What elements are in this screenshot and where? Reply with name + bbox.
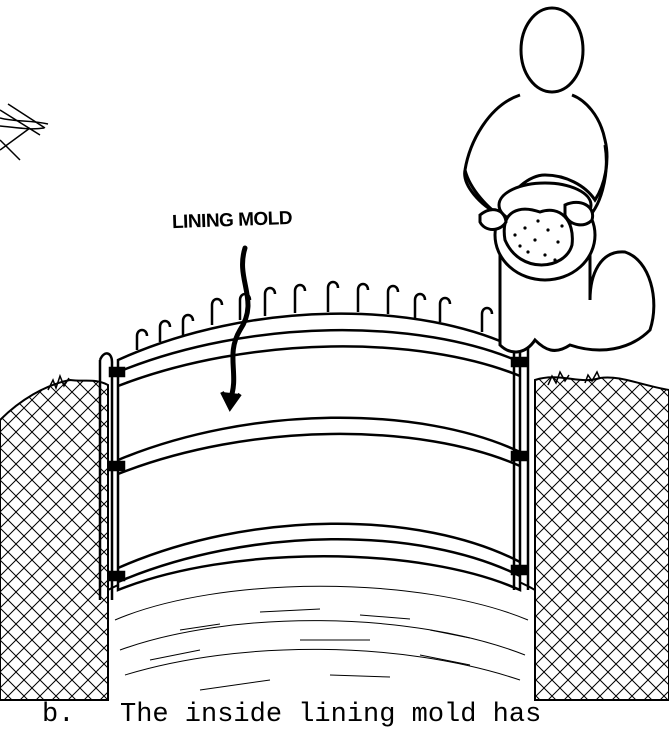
right-ground-hatch: [535, 377, 669, 700]
caption-line: b.The inside lining mold has: [42, 700, 541, 730]
kneeling-worker: [465, 8, 654, 352]
lining-mold: [118, 314, 520, 590]
well-interior: [108, 553, 535, 701]
left-ground-hatch: [0, 380, 108, 700]
caption-text: The inside lining mold has: [120, 700, 541, 730]
corner-ground-fragment: [0, 104, 48, 160]
lining-mold-label: LINING MOLD: [172, 208, 293, 234]
worker-head: [521, 8, 583, 92]
caption-marker: b.: [42, 700, 120, 730]
